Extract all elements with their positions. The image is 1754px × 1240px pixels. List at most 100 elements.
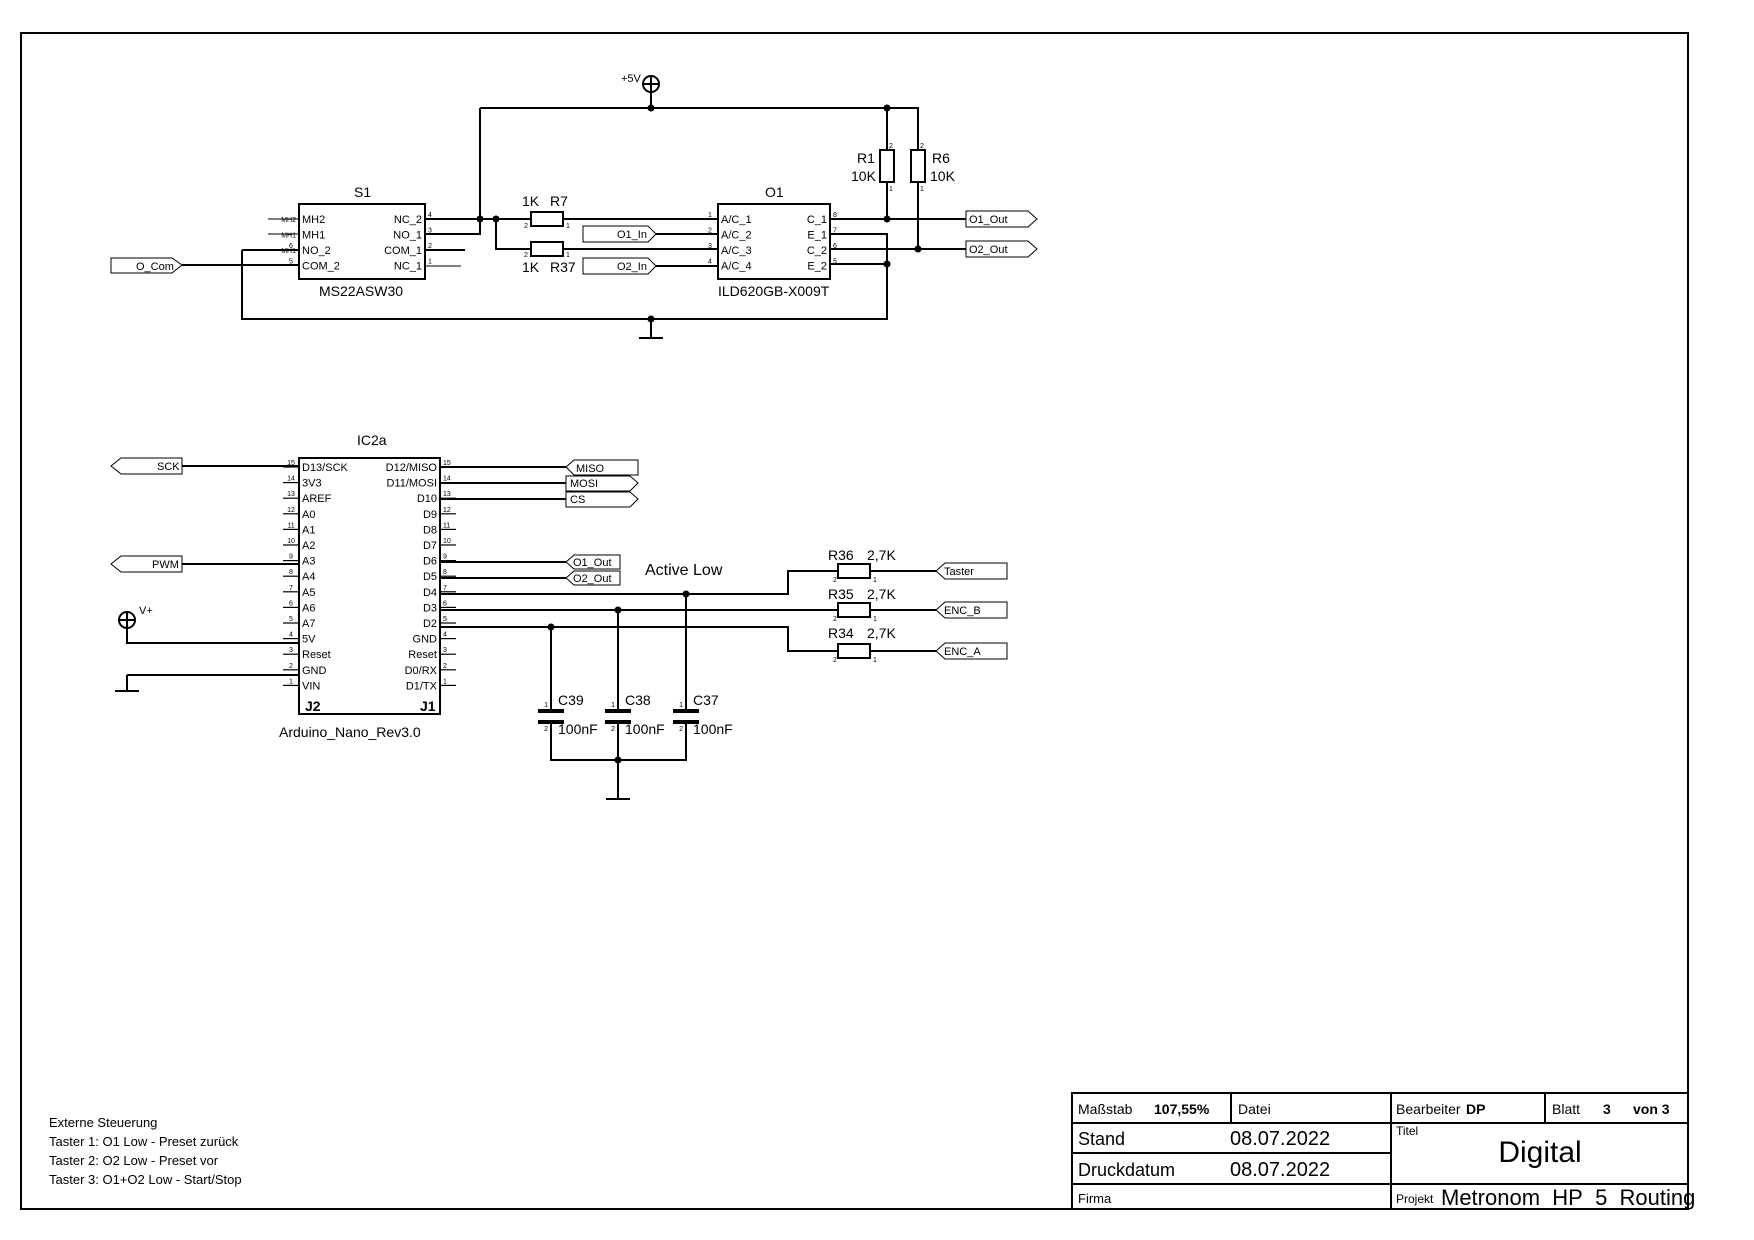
resistor-r36: R36 2,7K 2 1 [828,547,936,584]
s1-ref: S1 [354,184,371,200]
port-o2-out-b: O2_Out [565,570,621,586]
r35-pin2: 2 [833,616,837,623]
capacitor-ref: C39 [558,692,584,708]
port-o1-in: O1_In [582,225,657,243]
port-o2-in-label: O2_In [617,261,647,273]
r37-pin2: 2 [524,252,528,259]
title-label: Titel [1396,1124,1418,1138]
pin-label: A3 [302,556,315,568]
title-value: Digital [1498,1136,1581,1169]
pin-number: 11 [443,522,450,529]
port-mosi: MOSI [565,475,639,492]
port-sck-label: SCK [157,461,180,473]
r36-ref: R36 [828,547,854,563]
o1-value: ILD620GB-X009T [718,283,830,299]
pin-number: 10 [443,538,451,545]
r35-value: 2,7K [867,586,896,602]
capacitor-pin2: 2 [679,726,683,733]
stand-value: 08.07.2022 [1230,1128,1330,1150]
port-miso: MISO [565,459,639,476]
arduino-left-pins: D13/SCK153V314AREF13A012A111A210A39A48A5… [283,460,349,692]
pin-number: 8 [289,569,293,576]
drawing-frame [20,32,1689,1210]
sheet-label: Blatt [1552,1101,1580,1117]
pin-number: 14 [443,476,451,483]
r34-ref: R34 [828,625,854,641]
port-mosi-label: MOSI [570,478,598,490]
note-line: Taster 1: O1 Low - Preset zurück [49,1134,239,1149]
port-o2-out-b-label: O2_Out [573,573,612,585]
pin-number: 1 [443,678,447,685]
port-taster-label: Taster [944,566,974,578]
pin-number: 14 [287,476,295,483]
pin-label: D8 [423,524,437,536]
pin-number: 13 [287,491,295,498]
port-cs: CS [565,491,639,508]
pin-label: A7 [302,618,315,630]
pin-label: 5V [302,634,316,646]
pin-number: 12 [287,507,295,514]
scale-label: Maßstab [1078,1101,1133,1117]
pin-number: 4 [708,259,712,266]
r35-ref: R35 [828,586,854,602]
port-enc-b-label: ENC_B [944,605,981,617]
pin-label: NC_1 [394,261,422,273]
pin-label: VIN [302,680,320,692]
pin-label: COM_2 [302,261,340,273]
pin-label: MH1 [302,230,325,242]
author-label: Bearbeiter [1396,1101,1461,1117]
pin-number: 3 [708,243,712,250]
pin-number: 7 [289,585,293,592]
pin-tiny-label: MH1 [281,248,296,255]
pin-label: COM_1 [384,245,422,257]
r1-pin2: 2 [889,143,893,150]
capacitor-pin1: 1 [544,702,548,709]
pin-number: 5 [289,616,293,623]
pin-number: 3 [428,228,432,235]
pin-tiny-label: MH1 [281,233,296,240]
resistor-r37: 1K R37 2 1 [522,241,580,275]
port-o1-out: O1_Out [965,210,1038,228]
pin-label: A1 [302,524,315,536]
port-enc-a-label: ENC_A [944,646,981,658]
port-miso-label: MISO [576,463,605,475]
capacitor-value: 100nF [625,721,665,737]
pin-number: 1 [428,259,432,266]
pin-number: 11 [287,522,294,529]
pin-number: 5 [833,259,837,266]
o1-left-pins: A/C_11A/C_22A/C_33A/C_44 [708,212,752,273]
r1-pin1: 1 [889,186,893,193]
pin-number: 5 [443,616,447,623]
r7-ref: R7 [550,193,568,209]
r36-pin2: 2 [833,577,837,584]
r34-pin1: 1 [873,657,877,664]
pin-label: MH2 [302,214,325,226]
r1-ref: R1 [857,150,875,166]
port-o1-out-b: O1_Out [565,554,621,570]
note-line: Externe Steuerung [49,1115,158,1130]
pin-number: 1 [289,678,293,685]
pin-label: D4 [423,587,437,599]
pin-number: 2 [289,663,293,670]
sheet-value: 3 [1603,1101,1611,1117]
pin-number: 12 [443,507,451,514]
pin-label: D11/MOSI [386,478,437,490]
pin-label: A/C_4 [721,261,752,273]
pin-label: A5 [302,587,315,599]
port-o-com-label: O_Com [136,261,174,273]
pin-label: D0/RX [405,665,438,677]
pin-label: A/C_2 [721,230,752,242]
r6-ref: R6 [932,150,950,166]
vcc-symbol: +5V [621,73,660,93]
s1-value: MS22ASW30 [319,283,403,299]
vplus-symbol: V+ [118,605,153,629]
capacitor-pin1: 1 [611,702,615,709]
r7-pin2: 2 [524,223,528,230]
pin-number: 1 [708,212,712,219]
pin-label: A2 [302,540,315,552]
resistor-r35: R35 2,7K 2 1 [828,586,936,623]
pin-number: 2 [428,243,432,250]
